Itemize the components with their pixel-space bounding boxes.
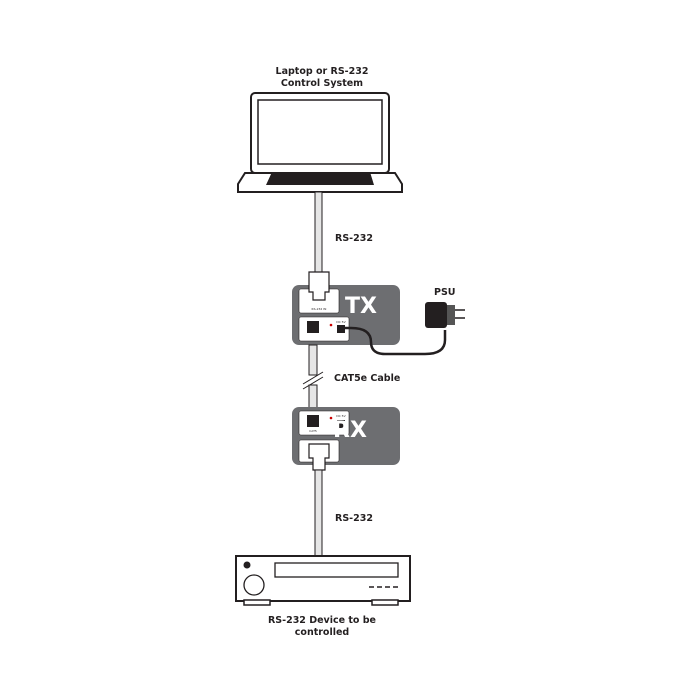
db9-connector-icon (308, 271, 330, 301)
device-label-1: RS-232 Device to be (268, 615, 376, 626)
rs232-top-label: RS-232 (335, 233, 373, 244)
device-label-2: controlled (295, 627, 349, 638)
psu-label: PSU (434, 287, 456, 298)
cat5e-cable (302, 344, 324, 411)
rx-port-cat: CAT5 (309, 429, 317, 433)
rs232-cable-top (314, 191, 323, 275)
laptop-icon (237, 92, 403, 193)
rx-unit: CAT5 DC 5V RX (292, 407, 400, 471)
tx-port-rs232: RS-232 IN (312, 307, 327, 311)
rx-label: RX (333, 418, 367, 443)
laptop-label-2: Control System (281, 78, 363, 89)
psu-icon (425, 302, 465, 328)
rs232-bottom-label: RS-232 (335, 513, 373, 524)
tx-port-dc: DC 5V (336, 320, 346, 324)
cat5e-label: CAT5e Cable (334, 373, 400, 384)
psu-cable (343, 326, 447, 356)
rs232-cable-bottom (314, 469, 323, 557)
av-device-icon (235, 555, 411, 606)
db9-connector-icon (308, 443, 330, 471)
laptop-label-1: Laptop or RS-232 (276, 66, 369, 77)
tx-label: TX (345, 294, 377, 319)
tx-unit: RS-232 IN DC 5V TX (292, 271, 400, 345)
rx-port-dc: DC 5V (336, 414, 346, 418)
